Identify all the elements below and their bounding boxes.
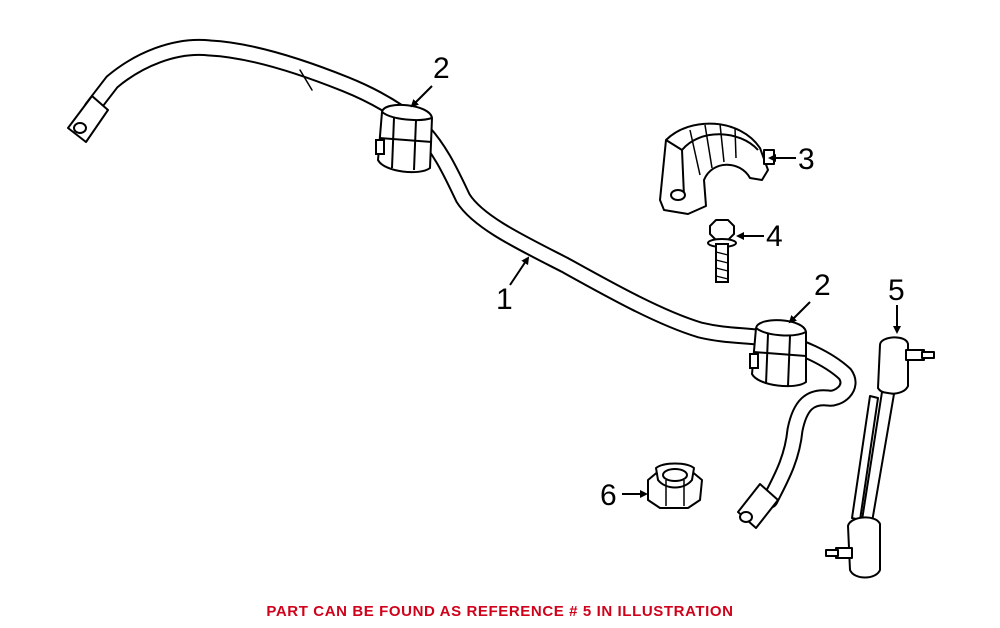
callout-2-right: 2 bbox=[814, 269, 831, 302]
reference-caption: PART CAN BE FOUND AS REFERENCE # 5 IN IL… bbox=[266, 603, 734, 620]
stabilizer-link bbox=[825, 336, 935, 579]
bushing-left bbox=[375, 103, 434, 174]
callout-1: 1 bbox=[496, 283, 513, 316]
callout-6: 6 bbox=[600, 479, 617, 512]
callout-2-left: 2 bbox=[433, 52, 450, 85]
stabilizer-bar bbox=[67, 38, 857, 529]
bushing-bracket bbox=[659, 122, 775, 215]
callout-arrows bbox=[410, 85, 901, 498]
bolt bbox=[707, 219, 737, 283]
bushing-right bbox=[749, 319, 807, 388]
callout-3: 3 bbox=[798, 143, 815, 176]
nut bbox=[647, 462, 703, 509]
callout-5: 5 bbox=[888, 274, 905, 307]
callout-4: 4 bbox=[766, 220, 783, 253]
